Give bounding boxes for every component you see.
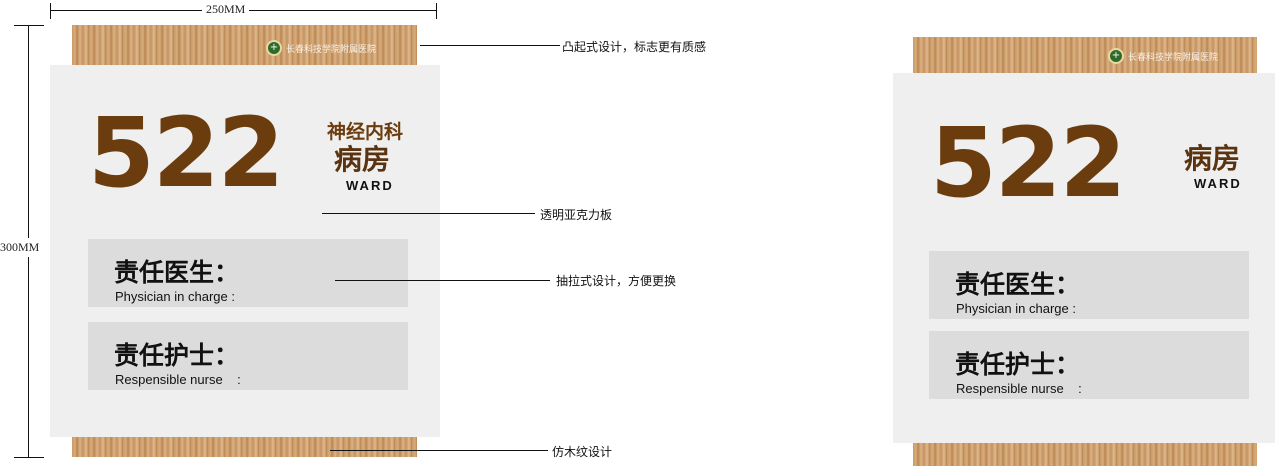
- doctor-slot: 责任医生： Physician in charge :: [929, 251, 1249, 319]
- height-dim-tick-bottom: [14, 457, 44, 458]
- width-dim-tick-left: [50, 3, 51, 19]
- right-wood-bottom: [913, 443, 1257, 466]
- ward-en: WARD: [346, 178, 394, 193]
- annotation-line-raised: [420, 45, 560, 46]
- nurse-label-cn: 责任护士：: [114, 341, 240, 370]
- width-label: 250MM: [202, 2, 250, 17]
- left-acrylic-panel: 522 神经内科 病房 WARD 责任医生： Physician in char…: [50, 65, 440, 437]
- annotation-line-acrylic: [322, 213, 535, 214]
- doctor-label-en: Physician in charge :: [115, 289, 235, 304]
- room-number: 522: [88, 97, 284, 209]
- annotation-acrylic: 透明亚克力板: [540, 208, 613, 222]
- annotation-woodgrain: 仿木纹设计: [552, 445, 613, 459]
- nurse-label-en: Respensible nurse :: [115, 372, 241, 387]
- doctor-slot: 责任医生： Physician in charge :: [88, 239, 408, 307]
- annotation-raised: 凸起式设计，标志更有质感: [562, 40, 707, 54]
- annotation-drawer: 抽拉式设计，方便更换: [556, 274, 677, 288]
- annotation-line-drawer: [335, 280, 550, 281]
- width-dim-tick-right: [436, 3, 437, 19]
- doctor-label-cn: 责任医生：: [955, 270, 1081, 299]
- ward-cn: 病房: [1184, 142, 1241, 175]
- logo-text: 长春科技学院附属医院: [1128, 52, 1219, 63]
- doctor-label-en: Physician in charge :: [956, 301, 1076, 316]
- right-wood-top: [913, 37, 1257, 73]
- ward-cn: 病房: [334, 143, 391, 176]
- room-number: 522: [930, 107, 1126, 219]
- hospital-seal-icon: +: [266, 40, 282, 56]
- ward-en: WARD: [1194, 176, 1242, 191]
- left-wood-top: [72, 25, 417, 65]
- right-acrylic-panel: 522 病房 WARD 责任医生： Physician in charge : …: [893, 73, 1275, 443]
- height-dim-tick-top: [14, 25, 44, 26]
- nurse-slot: 责任护士： Respensible nurse :: [929, 331, 1249, 399]
- annotation-line-woodgrain: [330, 450, 548, 451]
- left-wood-bottom: [72, 437, 417, 457]
- logo-text: 长春科技学院附属医院: [286, 44, 377, 55]
- hospital-seal-icon: +: [1108, 48, 1124, 64]
- doctor-label-cn: 责任医生：: [114, 258, 240, 287]
- nurse-label-cn: 责任护士：: [955, 350, 1081, 379]
- left-hospital-logo: + 长春科技学院附属医院: [266, 40, 376, 56]
- right-hospital-logo: + 长春科技学院附属医院: [1108, 48, 1218, 64]
- height-label: 300MM: [0, 238, 40, 257]
- nurse-slot: 责任护士： Respensible nurse :: [88, 322, 408, 390]
- nurse-label-en: Respensible nurse :: [956, 381, 1082, 396]
- department-name: 神经内科: [327, 121, 404, 143]
